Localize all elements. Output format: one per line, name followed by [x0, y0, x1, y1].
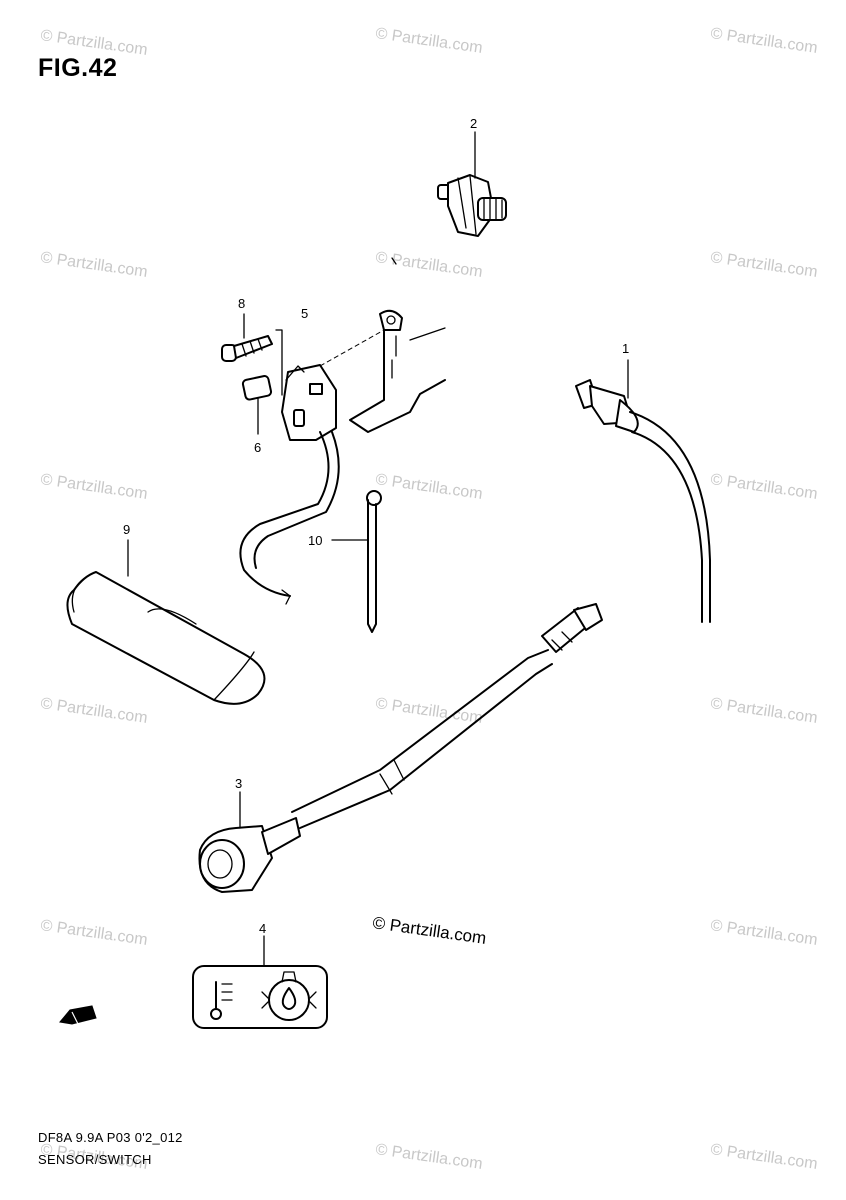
watermark: © Partzilla.com — [709, 917, 818, 949]
watermark: © Partzilla.com — [709, 695, 818, 727]
watermark: © Partzilla.com — [39, 27, 148, 59]
part-1-temp-sensor — [575, 359, 711, 623]
callout-5: 5 — [301, 306, 308, 321]
watermark: © Partzilla.com — [374, 1141, 483, 1173]
watermark: © Partzilla.com — [39, 917, 148, 949]
watermark-main: © Partzilla.com — [371, 913, 487, 948]
oil-pressure-icon — [261, 971, 317, 1021]
callout-4: 4 — [259, 921, 266, 936]
part-10-cable-tie — [331, 490, 382, 633]
watermark: © Partzilla.com — [39, 249, 148, 281]
callout-10: 10 — [308, 533, 322, 548]
part-5-switch — [281, 309, 446, 441]
watermark: © Partzilla.com — [374, 695, 483, 727]
watermark: © Partzilla.com — [39, 471, 148, 503]
callout-9: 9 — [123, 522, 130, 537]
watermark: © Partzilla.com — [709, 1141, 818, 1173]
figure-caption: SENSOR/SWITCH — [38, 1152, 152, 1167]
callout-1: 1 — [622, 341, 629, 356]
watermark: © Partzilla.com — [709, 25, 818, 57]
watermark: © Partzilla.com — [374, 249, 483, 281]
part-2-sensor — [437, 174, 507, 237]
callout-8: 8 — [238, 296, 245, 311]
part-6-collar — [241, 375, 273, 435]
watermark: © Partzilla.com — [374, 471, 483, 503]
temperature-icon — [210, 981, 233, 1020]
fwd-arrow-icon — [59, 1005, 97, 1025]
part-4-label — [192, 935, 328, 1029]
watermark: © Partzilla.com — [709, 249, 818, 281]
part-9-tube — [66, 539, 266, 705]
watermark: © Partzilla.com — [39, 695, 148, 727]
drawing-code: DF8A 9.9A P03 0'2_012 — [38, 1130, 183, 1145]
callout-2: 2 — [470, 116, 477, 131]
watermark: © Partzilla.com — [374, 25, 483, 57]
part-8-bolt — [221, 313, 283, 396]
figure-title: FIG.42 — [38, 54, 118, 82]
callout-3: 3 — [235, 776, 242, 791]
watermark: © Partzilla.com — [709, 471, 818, 503]
callout-6: 6 — [254, 440, 261, 455]
part-3-harness — [198, 603, 603, 893]
